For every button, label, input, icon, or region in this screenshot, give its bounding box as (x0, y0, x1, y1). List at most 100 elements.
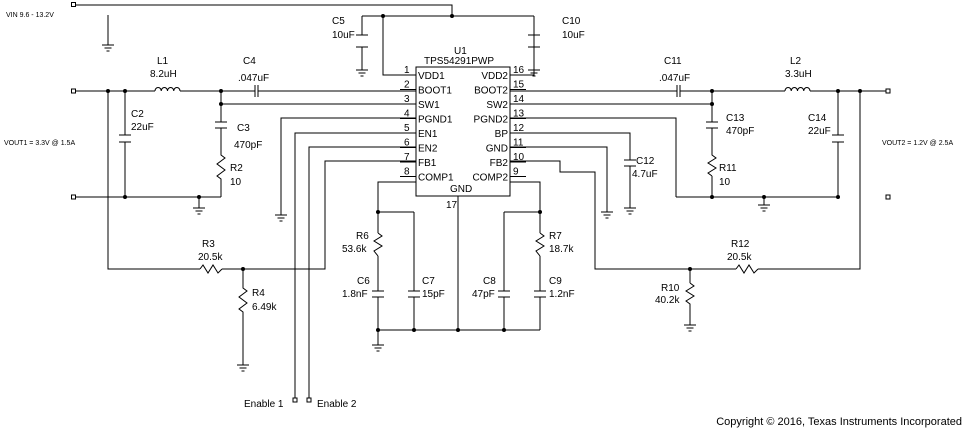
resistor-r3 (199, 264, 223, 274)
capacitor-c9 (534, 290, 546, 298)
copyright-notice: Copyright © 2016, Texas Instruments Inco… (716, 416, 962, 428)
ic-gnd-label: GND (450, 184, 472, 195)
capacitor-c11 (676, 85, 681, 97)
net-label-enable1: Enable 1 (244, 399, 284, 410)
pin-name: FB1 (418, 158, 437, 169)
capacitor-c13 (706, 121, 718, 129)
junction-dot (858, 89, 862, 93)
c11-ref: C11 (664, 56, 682, 67)
pin-number: 7 (404, 152, 410, 163)
c6-value: 1.8nF (342, 289, 368, 300)
l1-ref: L1 (157, 56, 169, 67)
r2-value: 10 (230, 177, 242, 188)
ic-part: TPS54291PWP (424, 56, 494, 67)
junction-dot (376, 210, 380, 214)
junction-dot (710, 195, 714, 199)
inductor-l2 (784, 86, 811, 92)
r3-ref: R3 (202, 239, 215, 250)
c7-ref: C7 (422, 276, 435, 287)
r7-value: 18.7k (549, 244, 574, 255)
pin-name: COMP1 (418, 173, 454, 184)
junction-dot (762, 195, 766, 199)
r11-ref: R11 (719, 163, 737, 174)
junction-dot (376, 328, 380, 332)
pin-number: 15 (513, 80, 525, 91)
pin-number: 16 (513, 65, 525, 76)
wires (75, 4, 890, 400)
pin-number: 2 (404, 80, 410, 91)
terminal-vout1 (71, 88, 76, 94)
c4-value: .047uF (238, 73, 269, 84)
r4-ref: R4 (252, 288, 265, 299)
pin-number: 11 (513, 138, 524, 149)
junction-dot (450, 14, 454, 18)
r3-value: 20.5k (198, 252, 223, 263)
ic-ref: U1 (454, 46, 467, 57)
c7-value: 15pF (422, 289, 445, 300)
c10-ref: C10 (562, 16, 581, 27)
ic-body (415, 66, 511, 197)
r2-ref: R2 (230, 163, 243, 174)
terminal-enable1 (292, 397, 298, 403)
ground-icon-pgnd1 (275, 214, 287, 222)
r4-value: 6.49k (252, 302, 277, 313)
pin-name: BOOT2 (474, 86, 508, 97)
pin-name: SW2 (486, 100, 508, 111)
pin-number: 13 (513, 109, 525, 120)
pin-number: 6 (404, 138, 410, 149)
pin-name: GND (486, 144, 508, 155)
junction-dot (219, 89, 223, 93)
c13-value: 470pF (726, 126, 754, 137)
pin-name: EN2 (418, 144, 438, 155)
resistor-r2 (216, 140, 226, 187)
l2-ref: L2 (790, 56, 802, 67)
c14-ref: C14 (808, 113, 827, 124)
pin-name: FB2 (490, 158, 509, 169)
junction-dot (123, 195, 127, 199)
r6-ref: R6 (356, 231, 369, 242)
junction-dot (106, 89, 110, 93)
r6-value: 53.6k (342, 244, 367, 255)
junction-dot (456, 328, 460, 332)
net-label-enable2: Enable 2 (317, 399, 357, 410)
l1-value: 8.2uH (150, 69, 177, 80)
pin-name: PGND1 (418, 115, 453, 126)
terminal-vout2-return (885, 194, 891, 200)
capacitor-c6 (372, 290, 384, 298)
c4-ref: C4 (243, 56, 256, 67)
junction-dot (836, 195, 840, 199)
ic-u1: U1 TPS54291PWP GND 17 1VDD12BOOT13SW14PG… (400, 46, 526, 211)
c10-value: 10uF (562, 30, 585, 41)
c8-ref: C8 (483, 276, 496, 287)
ground-icon-vin (102, 44, 114, 52)
junction-dot (502, 328, 506, 332)
r10-ref: R10 (661, 283, 680, 294)
c9-ref: C9 (549, 276, 562, 287)
ic-right-pins: 16VDD215BOOT214SW213PGND212BP11GND10FB29… (472, 65, 526, 184)
junctions (106, 14, 862, 332)
c6-ref: C6 (357, 276, 370, 287)
pin-name: BP (495, 129, 509, 140)
pin-name: VDD1 (418, 71, 445, 82)
resistor-r4 (238, 283, 248, 315)
pin-name: BOOT1 (418, 86, 452, 97)
ic-gnd-pin: 17 (446, 200, 458, 211)
ground-icon-c5 (356, 69, 368, 77)
c2-value: 22uF (131, 122, 154, 133)
junction-dot (688, 267, 692, 271)
c5-ref: C5 (332, 16, 345, 27)
ground-icon-c10 (528, 69, 540, 77)
l2-value: 3.3uH (785, 69, 812, 80)
c13-ref: C13 (726, 113, 745, 124)
capacitor-c7 (408, 290, 420, 298)
junction-dot (412, 328, 416, 332)
